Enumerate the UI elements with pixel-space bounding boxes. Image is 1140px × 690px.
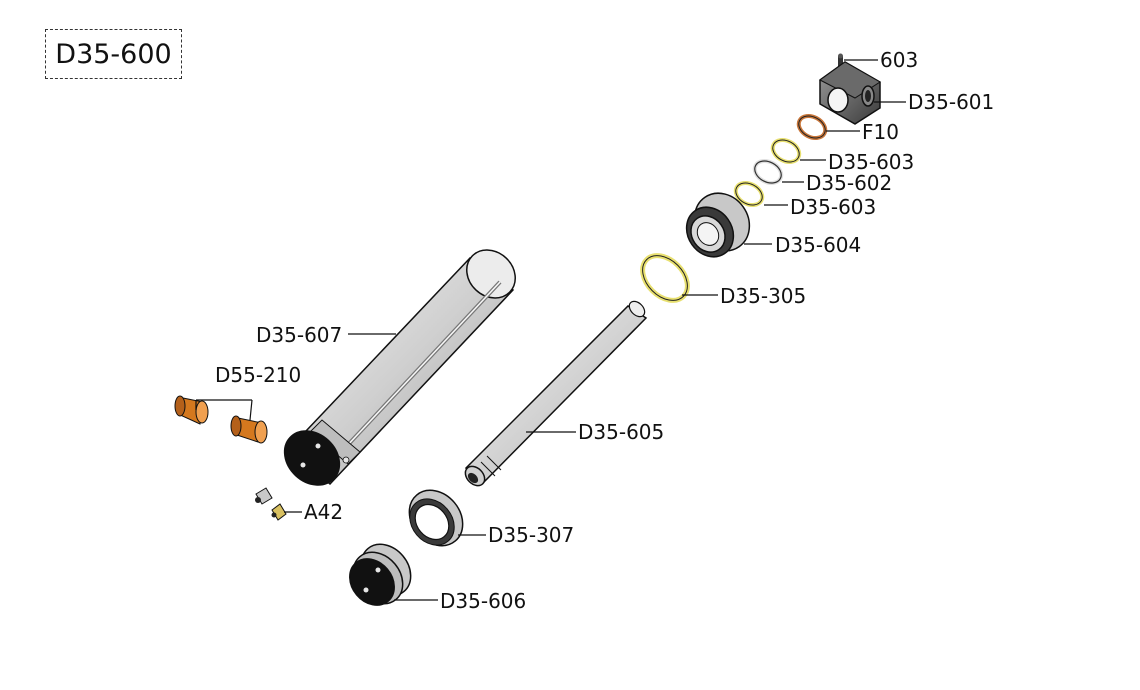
leader-lines: [195, 59, 906, 601]
part-D35-601: [819, 61, 881, 125]
label-D35-307: D35-307: [488, 523, 575, 547]
label-D35-603-lower: D35-603: [790, 195, 877, 219]
part-D35-607: [283, 249, 516, 486]
fitting-upper: [255, 487, 273, 505]
label-D35-305: D35-305: [720, 284, 807, 308]
bushing-right: [230, 415, 268, 444]
part-D35-606: [349, 543, 412, 606]
diagram-title: D35-600: [45, 29, 182, 79]
label-603: 603: [880, 48, 919, 72]
part-A42: [255, 487, 287, 521]
label-D35-606: D35-606: [440, 589, 527, 613]
fitting-lower: [271, 503, 287, 521]
label-A42: A42: [304, 500, 344, 524]
part-D35-602: [752, 158, 784, 186]
part-D35-604: [685, 192, 751, 258]
part-D35-307: [408, 489, 464, 547]
label-D35-605: D35-605: [578, 420, 665, 444]
part-D35-305: [640, 253, 690, 303]
part-D55-210: [174, 395, 268, 444]
part-603: [838, 53, 843, 66]
label-F10: F10: [862, 120, 899, 144]
label-D55-210: D55-210: [215, 363, 302, 387]
label-D35-601: D35-601: [908, 90, 995, 114]
part-D35-605: [464, 300, 648, 487]
part-D35-603-upper: [770, 137, 802, 165]
part-F10: [796, 113, 828, 141]
leader-D55-210-right: [249, 399, 253, 421]
label-D35-603-upper: D35-603: [828, 150, 915, 174]
part-D35-603-lower: [733, 180, 765, 208]
bushing-left: [174, 395, 209, 425]
label-D35-607: D35-607: [256, 323, 343, 347]
label-D35-602: D35-602: [806, 171, 893, 195]
label-D35-604: D35-604: [775, 233, 862, 257]
